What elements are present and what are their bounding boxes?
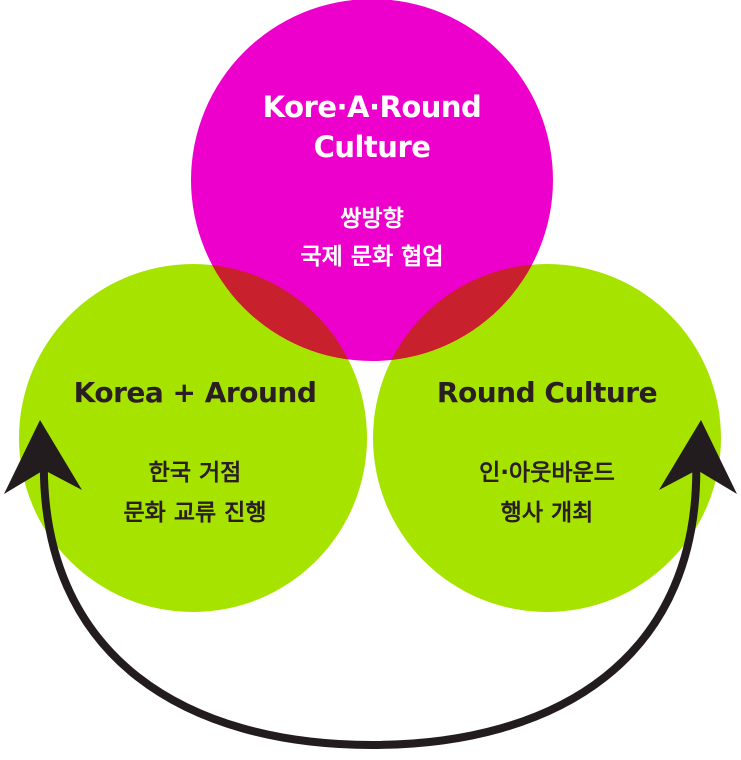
double-headed-curved-arrow-icon: [4, 420, 737, 750]
right-circle: [373, 264, 721, 612]
arrow-head-left-icon: [4, 420, 82, 494]
top-circle: [191, 0, 553, 361]
top-circle-title-line-1: Kore·A·Round: [263, 90, 482, 124]
right-circle-body-line-2: 행사 개최: [501, 500, 594, 526]
right-circle-title: Round Culture: [437, 376, 657, 409]
top-circle-title-line-2: Culture: [314, 130, 431, 164]
left-circle-body-line-2: 문화 교류 진행: [124, 500, 267, 526]
left-circle: [19, 264, 367, 612]
left-circle-body-line-1: 한국 거점: [149, 460, 242, 486]
top-circle-body-line-1: 쌍방향: [340, 206, 403, 232]
arrow-head-right-icon: [659, 420, 737, 494]
left-circle-title: Korea + Around: [74, 376, 317, 409]
top-circle-body-line-2: 국제 문화 협업: [301, 244, 444, 270]
arrow-arc: [39, 450, 701, 750]
right-circle-body-line-1: 인·아웃바운드: [479, 460, 615, 486]
